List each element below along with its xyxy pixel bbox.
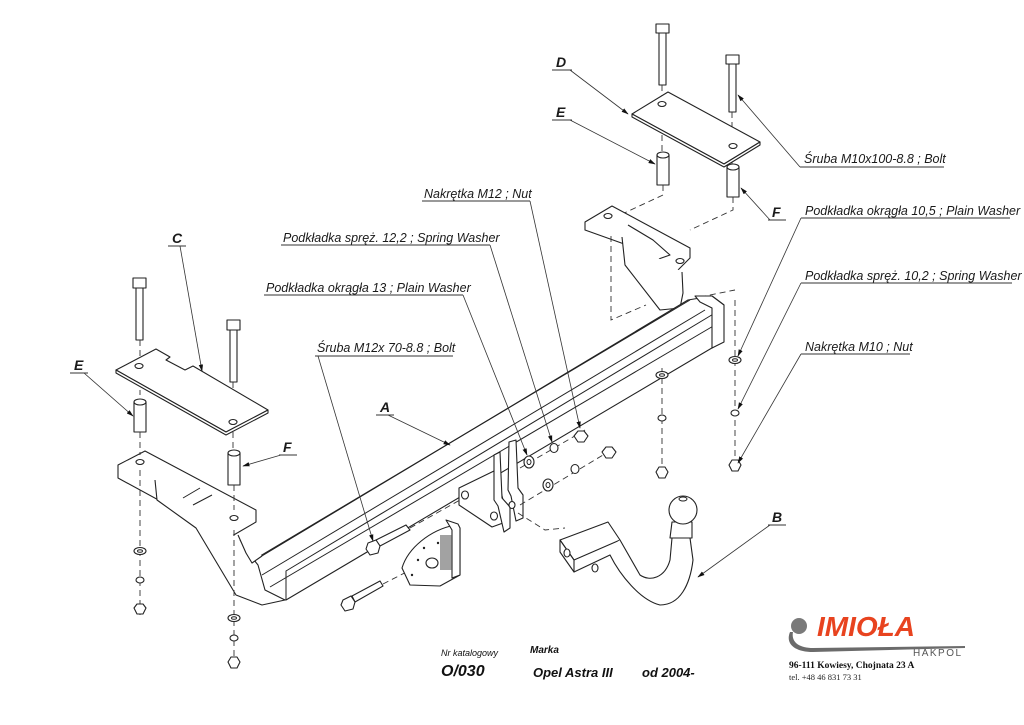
label-part-d: D	[556, 54, 566, 70]
right-side-bracket	[584, 205, 736, 321]
label-part-e-right: E	[556, 104, 566, 120]
label-part-b: B	[772, 509, 782, 525]
label-part-a: A	[379, 399, 390, 415]
company-address: 96-111 Kowiesy, Chojnata 23 A	[789, 661, 915, 671]
label-spring-washer-10-2: Podkładka spręż. 10,2 ; Spring Washer	[805, 269, 1022, 283]
ball-mount-bracket	[458, 439, 524, 533]
electrical-socket-plate	[401, 519, 461, 587]
label-bolt-m12: Śruba M12x 70-8.8 ; Bolt	[317, 340, 456, 355]
label-part-f-right: F	[772, 204, 781, 220]
towball-hook-icon	[788, 618, 965, 652]
ball-arm-b	[517, 495, 698, 606]
vehicle-model: Opel Astra III	[533, 665, 613, 680]
label-nut-m12: Nakrętka M12 ; Nut	[424, 187, 532, 201]
label-part-c: C	[172, 230, 183, 246]
logo-brand-name: IMIOŁA	[817, 611, 915, 642]
label-plain-washer-13: Podkładka okrągła 13 ; Plain Washer	[266, 281, 472, 295]
label-nut-m10: Nakrętka M10 ; Nut	[805, 340, 913, 354]
m12-hardware-lower	[519, 446, 617, 506]
m12-hardware-upper	[519, 429, 589, 469]
label-part-f-left: F	[283, 439, 292, 455]
catalog-number: O/030	[441, 663, 485, 680]
mounting-plate-d	[631, 91, 761, 168]
label-bolt-m10: Śruba M10x100-8.8 ; Bolt	[804, 151, 946, 166]
mounting-plate-c	[115, 348, 269, 436]
spacer-f-left	[227, 449, 241, 510]
main-crossbar-a	[254, 295, 725, 601]
company-phone: tel. +48 46 831 73 31	[789, 672, 862, 682]
logo-subtitle: HAKPOL	[913, 648, 963, 658]
m12-bolt-upper	[365, 499, 461, 556]
spacer-e-left	[133, 398, 147, 455]
label-part-e-left: E	[74, 357, 84, 373]
center-fastener-stack	[655, 368, 669, 479]
label-plain-washer-10-5: Podkładka okrągła 10,5 ; Plain Washer	[805, 204, 1021, 218]
brand-label: Marka	[530, 645, 559, 656]
catalog-number-label: Nr katalogowy	[441, 648, 499, 658]
right-fastener-stack	[728, 300, 742, 472]
left-side-bracket	[117, 450, 286, 606]
spacer-f-right	[726, 163, 740, 198]
vehicle-year: od 2004-	[642, 665, 695, 680]
left-fastener-stack-2	[227, 530, 241, 669]
company-logo: IMIOŁA HAKPOL	[788, 611, 965, 658]
spacer-e-right	[656, 151, 670, 195]
label-spring-washer-12-2: Podkładka spręż. 12,2 ; Spring Washer	[283, 231, 500, 245]
left-fastener-stack-1	[133, 470, 147, 615]
